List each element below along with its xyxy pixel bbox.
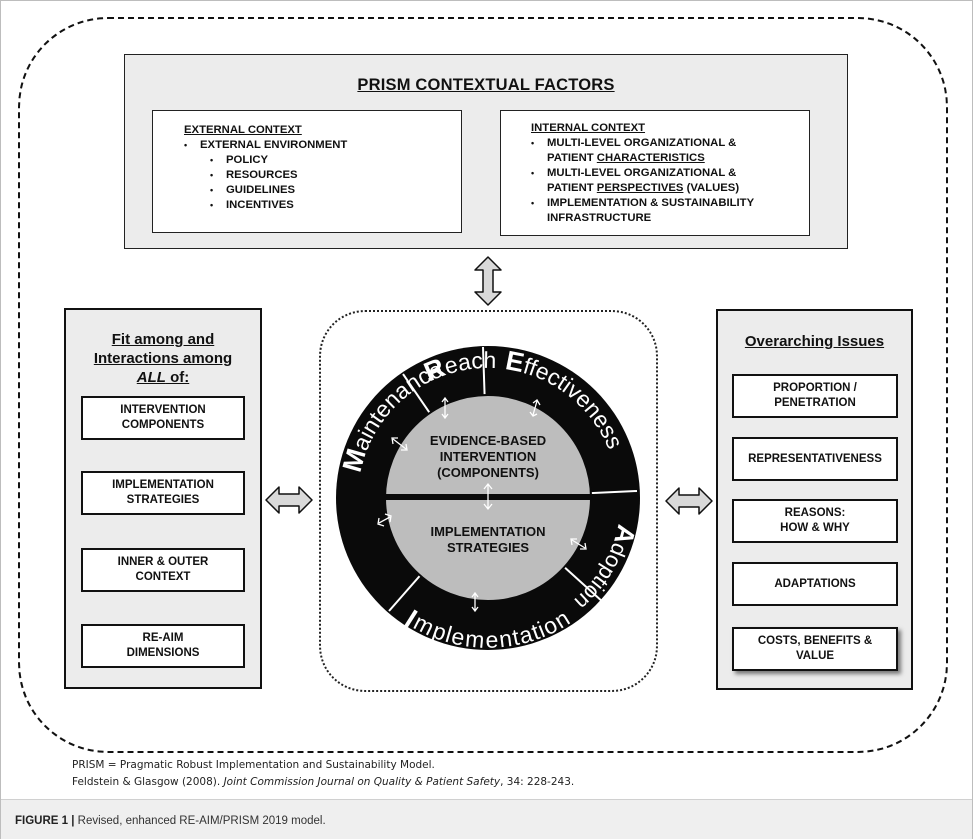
overarching-title: Overarching Issues: [744, 333, 885, 350]
box-label: IMPLEMENTATION: [112, 479, 214, 491]
internal-item-emphasis: CHARACTERISTICS: [596, 152, 705, 164]
inner-label-components: (COMPONENTS): [437, 465, 539, 480]
box-label: HOW & WHY: [780, 522, 850, 534]
internal-item-text: PATIENT: [547, 182, 597, 194]
re-aim-dimensions-box: RE-AIM DIMENSIONS: [81, 624, 245, 668]
proportion-penetration-box: PROPORTION / PENETRATION: [732, 374, 898, 418]
internal-item-emphasis: PERSPECTIVES: [596, 182, 684, 194]
vertical-double-arrow-icon: [474, 256, 502, 306]
box-label: DIMENSIONS: [126, 647, 200, 659]
internal-item-perspectives: MULTI-LEVEL ORGANIZATIONAL & PATIENT PER…: [531, 166, 809, 196]
box-label: COSTS, BENEFITS &: [757, 635, 873, 647]
inner-label-strategies: STRATEGIES: [447, 540, 529, 555]
external-context-box: EXTERNAL CONTEXT EXTERNAL ENVIRONMENT PO…: [152, 110, 462, 233]
re-aim-wheel-container: [319, 310, 658, 692]
box-label: REPRESENTATIVENESS: [748, 452, 882, 465]
box-label: INNER & OUTER: [117, 556, 209, 568]
caption-bar: FIGURE 1 | Revised, enhanced RE-AIM/PRIS…: [1, 799, 972, 839]
internal-context-box: INTERNAL CONTEXT MULTI-LEVEL ORGANIZATIO…: [500, 110, 810, 236]
adaptations-box: ADAPTATIONS: [732, 562, 898, 606]
box-label: CONTEXT: [135, 571, 191, 583]
representativeness-box: REPRESENTATIVENESS: [732, 437, 898, 481]
effectiveness-arrow-icon: [529, 399, 541, 417]
outer-context-boundary: [18, 17, 948, 753]
external-subitem: INCENTIVES: [184, 198, 461, 213]
internal-item-text: MULTI-LEVEL ORGANIZATIONAL &: [547, 137, 737, 149]
internal-item-text: (VALUES): [683, 182, 740, 194]
costs-benefits-value-box: COSTS, BENEFITS & VALUE: [732, 627, 898, 671]
center-vertical-arrow-icon: [483, 482, 493, 511]
internal-item-text: PATIENT: [547, 152, 597, 164]
maintenance-lower-arrow-icon: [377, 513, 392, 527]
internal-item-text: MULTI-LEVEL ORGANIZATIONAL &: [547, 167, 737, 179]
external-subitem: GUIDELINES: [184, 183, 461, 198]
right-horizontal-double-arrow-icon: [665, 487, 713, 515]
citation-authors: Feldstein & Glasgow (2008).: [72, 776, 224, 788]
internal-context-heading: INTERNAL CONTEXT: [531, 122, 646, 134]
fit-interactions-panel: Fit among and Interactions among ALL of:…: [64, 308, 262, 689]
citation-journal: Joint Commission Journal on Quality & Pa…: [223, 776, 501, 788]
box-label: PROPORTION /: [773, 382, 857, 394]
box-label: VALUE: [795, 650, 835, 662]
box-label: RE-AIM: [142, 632, 184, 644]
prism-title: PRISM CONTEXTUAL FACTORS: [357, 76, 615, 94]
external-environment-item: EXTERNAL ENVIRONMENT: [184, 138, 461, 153]
caption-label: FIGURE 1 |: [15, 815, 75, 827]
intervention-components-box: INTERVENTION COMPONENTS: [81, 396, 245, 440]
box-label: COMPONENTS: [121, 419, 205, 431]
internal-item-characteristics: MULTI-LEVEL ORGANIZATIONAL & PATIENT CHA…: [531, 136, 809, 166]
reach-arrow-icon: [441, 396, 449, 420]
citation-volume: , 34: 228-243.: [500, 776, 575, 788]
external-context-heading: EXTERNAL CONTEXT: [184, 124, 302, 136]
implementation-strategies-box: IMPLEMENTATION STRATEGIES: [81, 471, 245, 515]
internal-item-text: IMPLEMENTATION & SUSTAINABILITY: [547, 197, 755, 209]
fit-title-all: ALL: [136, 369, 166, 386]
caption-text: Revised, enhanced RE-AIM/PRISM 2019 mode…: [74, 815, 326, 827]
box-label: REASONS:: [784, 507, 846, 519]
inner-label-implementation: IMPLEMENTATION: [430, 524, 545, 539]
inner-label-evidence: EVIDENCE-BASED: [430, 433, 546, 448]
fit-title-line: Fit among and: [111, 331, 215, 348]
small-double-arrows: [377, 396, 587, 613]
external-subitem: RESOURCES: [184, 168, 461, 183]
box-label: STRATEGIES: [126, 494, 200, 506]
footnote-prism: PRISM = Pragmatic Robust Implementation …: [72, 759, 435, 771]
left-horizontal-double-arrow-icon: [265, 486, 313, 514]
maintenance-arrow-icon: [391, 437, 408, 451]
internal-item-text: INFRASTRUCTURE: [547, 212, 652, 224]
inner-outer-context-box: INNER & OUTER CONTEXT: [81, 548, 245, 592]
overarching-issues-panel: Overarching Issues PROPORTION / PENETRATI…: [716, 309, 913, 690]
implementation-arrow-icon: [471, 591, 479, 613]
box-label: PENETRATION: [774, 397, 856, 409]
fit-panel-title: Fit among and Interactions among ALL of:: [66, 330, 260, 387]
fit-title-of: of:: [165, 369, 190, 386]
adoption-arrow-icon: [570, 538, 587, 550]
fit-title-line: ALL of:: [66, 368, 260, 387]
fit-title-line: Interactions among: [93, 350, 233, 367]
reasons-box: REASONS: HOW & WHY: [732, 499, 898, 543]
prism-contextual-factors-box: PRISM CONTEXTUAL FACTORS EXTERNAL CONTEX…: [124, 54, 848, 249]
external-subitem: POLICY: [184, 153, 461, 168]
inner-label-intervention: INTERVENTION: [440, 449, 537, 464]
footnote-citation: Feldstein & Glasgow (2008). Joint Commis…: [72, 776, 574, 788]
box-label: INTERVENTION: [120, 404, 206, 416]
internal-item-infrastructure: IMPLEMENTATION & SUSTAINABILITY INFRASTR…: [531, 196, 809, 226]
box-label: ADAPTATIONS: [774, 577, 856, 590]
figure-caption: FIGURE 1 | Revised, enhanced RE-AIM/PRIS…: [15, 815, 326, 827]
